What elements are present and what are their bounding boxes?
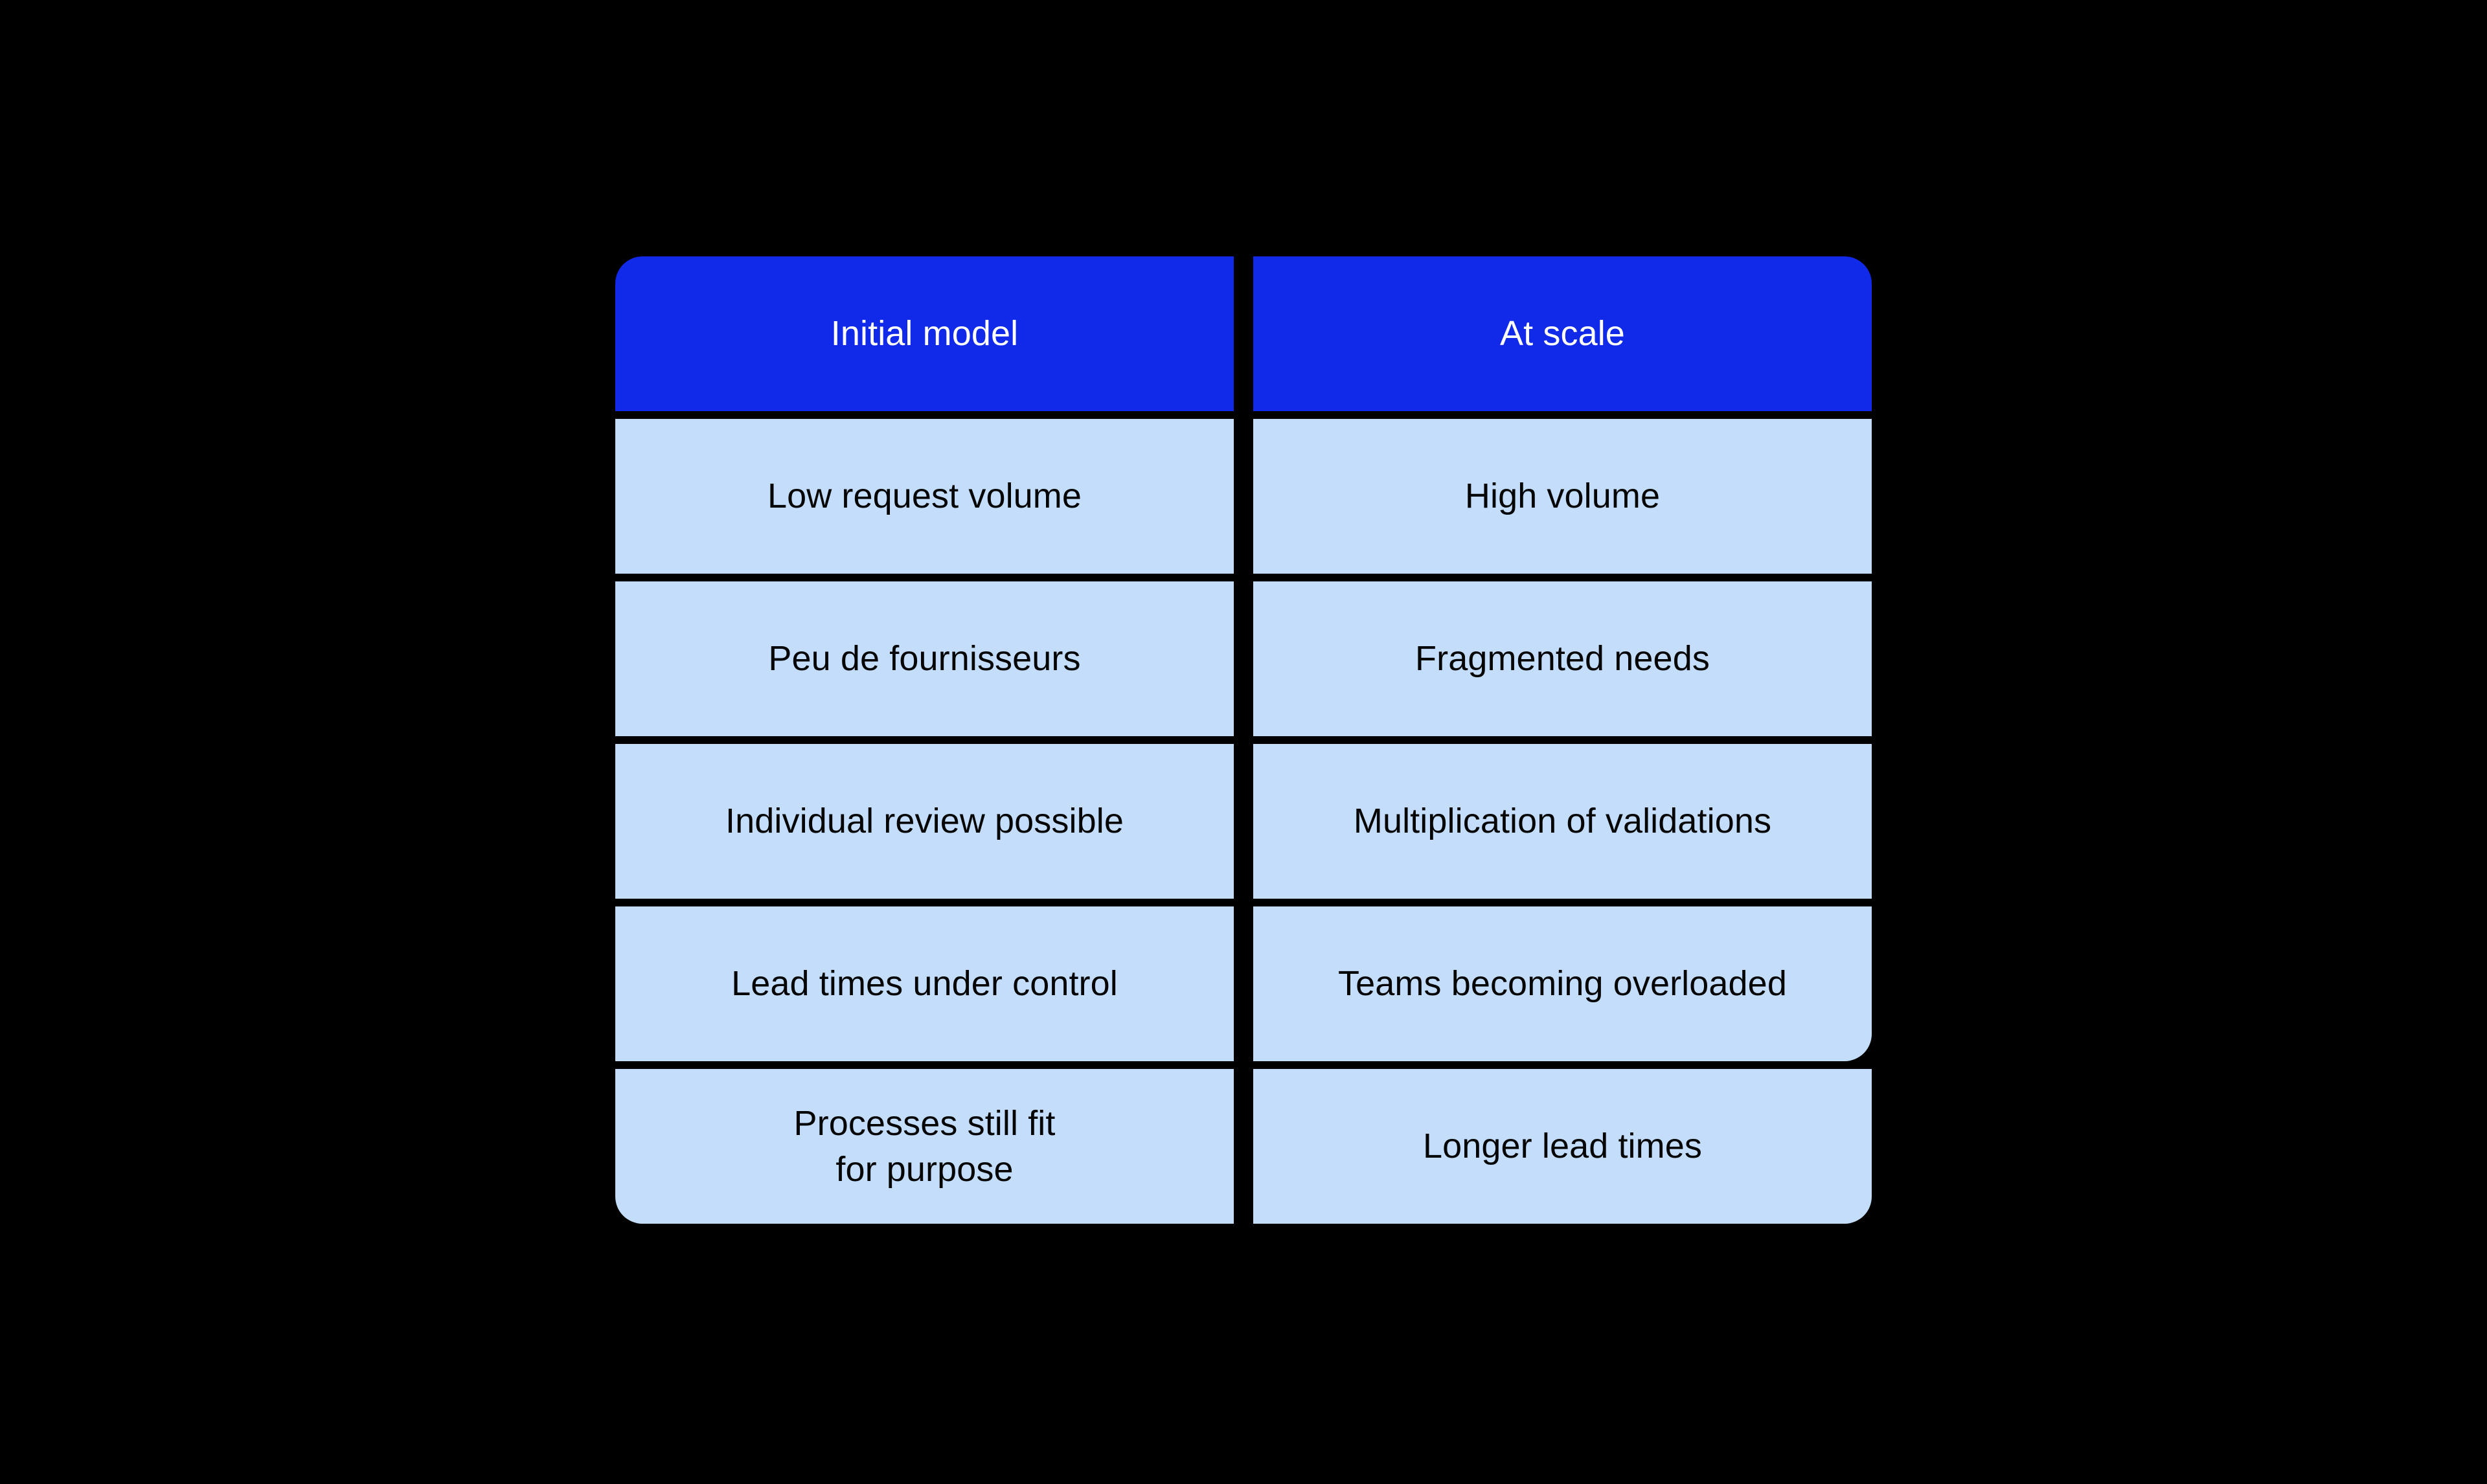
table-cell-label: Individual review possible xyxy=(725,802,1124,841)
table-header-at-scale: At scale xyxy=(1253,256,1872,411)
table-cell-label: High volume xyxy=(1464,477,1661,516)
table-cell-label: Low request volume xyxy=(767,477,1082,516)
table-cell-label: Fragmented needs xyxy=(1415,639,1710,679)
table-cell: Longer lead times xyxy=(1253,1069,1872,1224)
table-cell: Processes still fit for purpose xyxy=(615,1069,1234,1224)
table-cell-label: Processes still fit for purpose xyxy=(793,1104,1056,1189)
table-cell: Teams becoming overloaded xyxy=(1253,906,1872,1061)
table-cell: Lead times under control xyxy=(615,906,1234,1061)
table-header-initial-model: Initial model xyxy=(615,256,1234,411)
table-cell-label: Teams becoming overloaded xyxy=(1338,964,1787,1004)
table-cell: Individual review possible xyxy=(615,744,1234,899)
table-cell-label: Multiplication of validations xyxy=(1353,802,1772,841)
comparison-table: Initial model At scale Low request volum… xyxy=(615,256,1872,1224)
table-cell: Low request volume xyxy=(615,419,1234,574)
table-cell-label: Longer lead times xyxy=(1423,1127,1702,1166)
table-header-label: Initial model xyxy=(830,314,1019,354)
table-cell: Fragmented needs xyxy=(1253,581,1872,736)
table-header-label: At scale xyxy=(1500,314,1625,354)
table-cell: High volume xyxy=(1253,419,1872,574)
table-cell-label: Lead times under control xyxy=(731,964,1118,1004)
table-cell: Multiplication of validations xyxy=(1253,744,1872,899)
table-cell: Peu de fournisseurs xyxy=(615,581,1234,736)
table-cell-label: Peu de fournisseurs xyxy=(768,639,1081,679)
